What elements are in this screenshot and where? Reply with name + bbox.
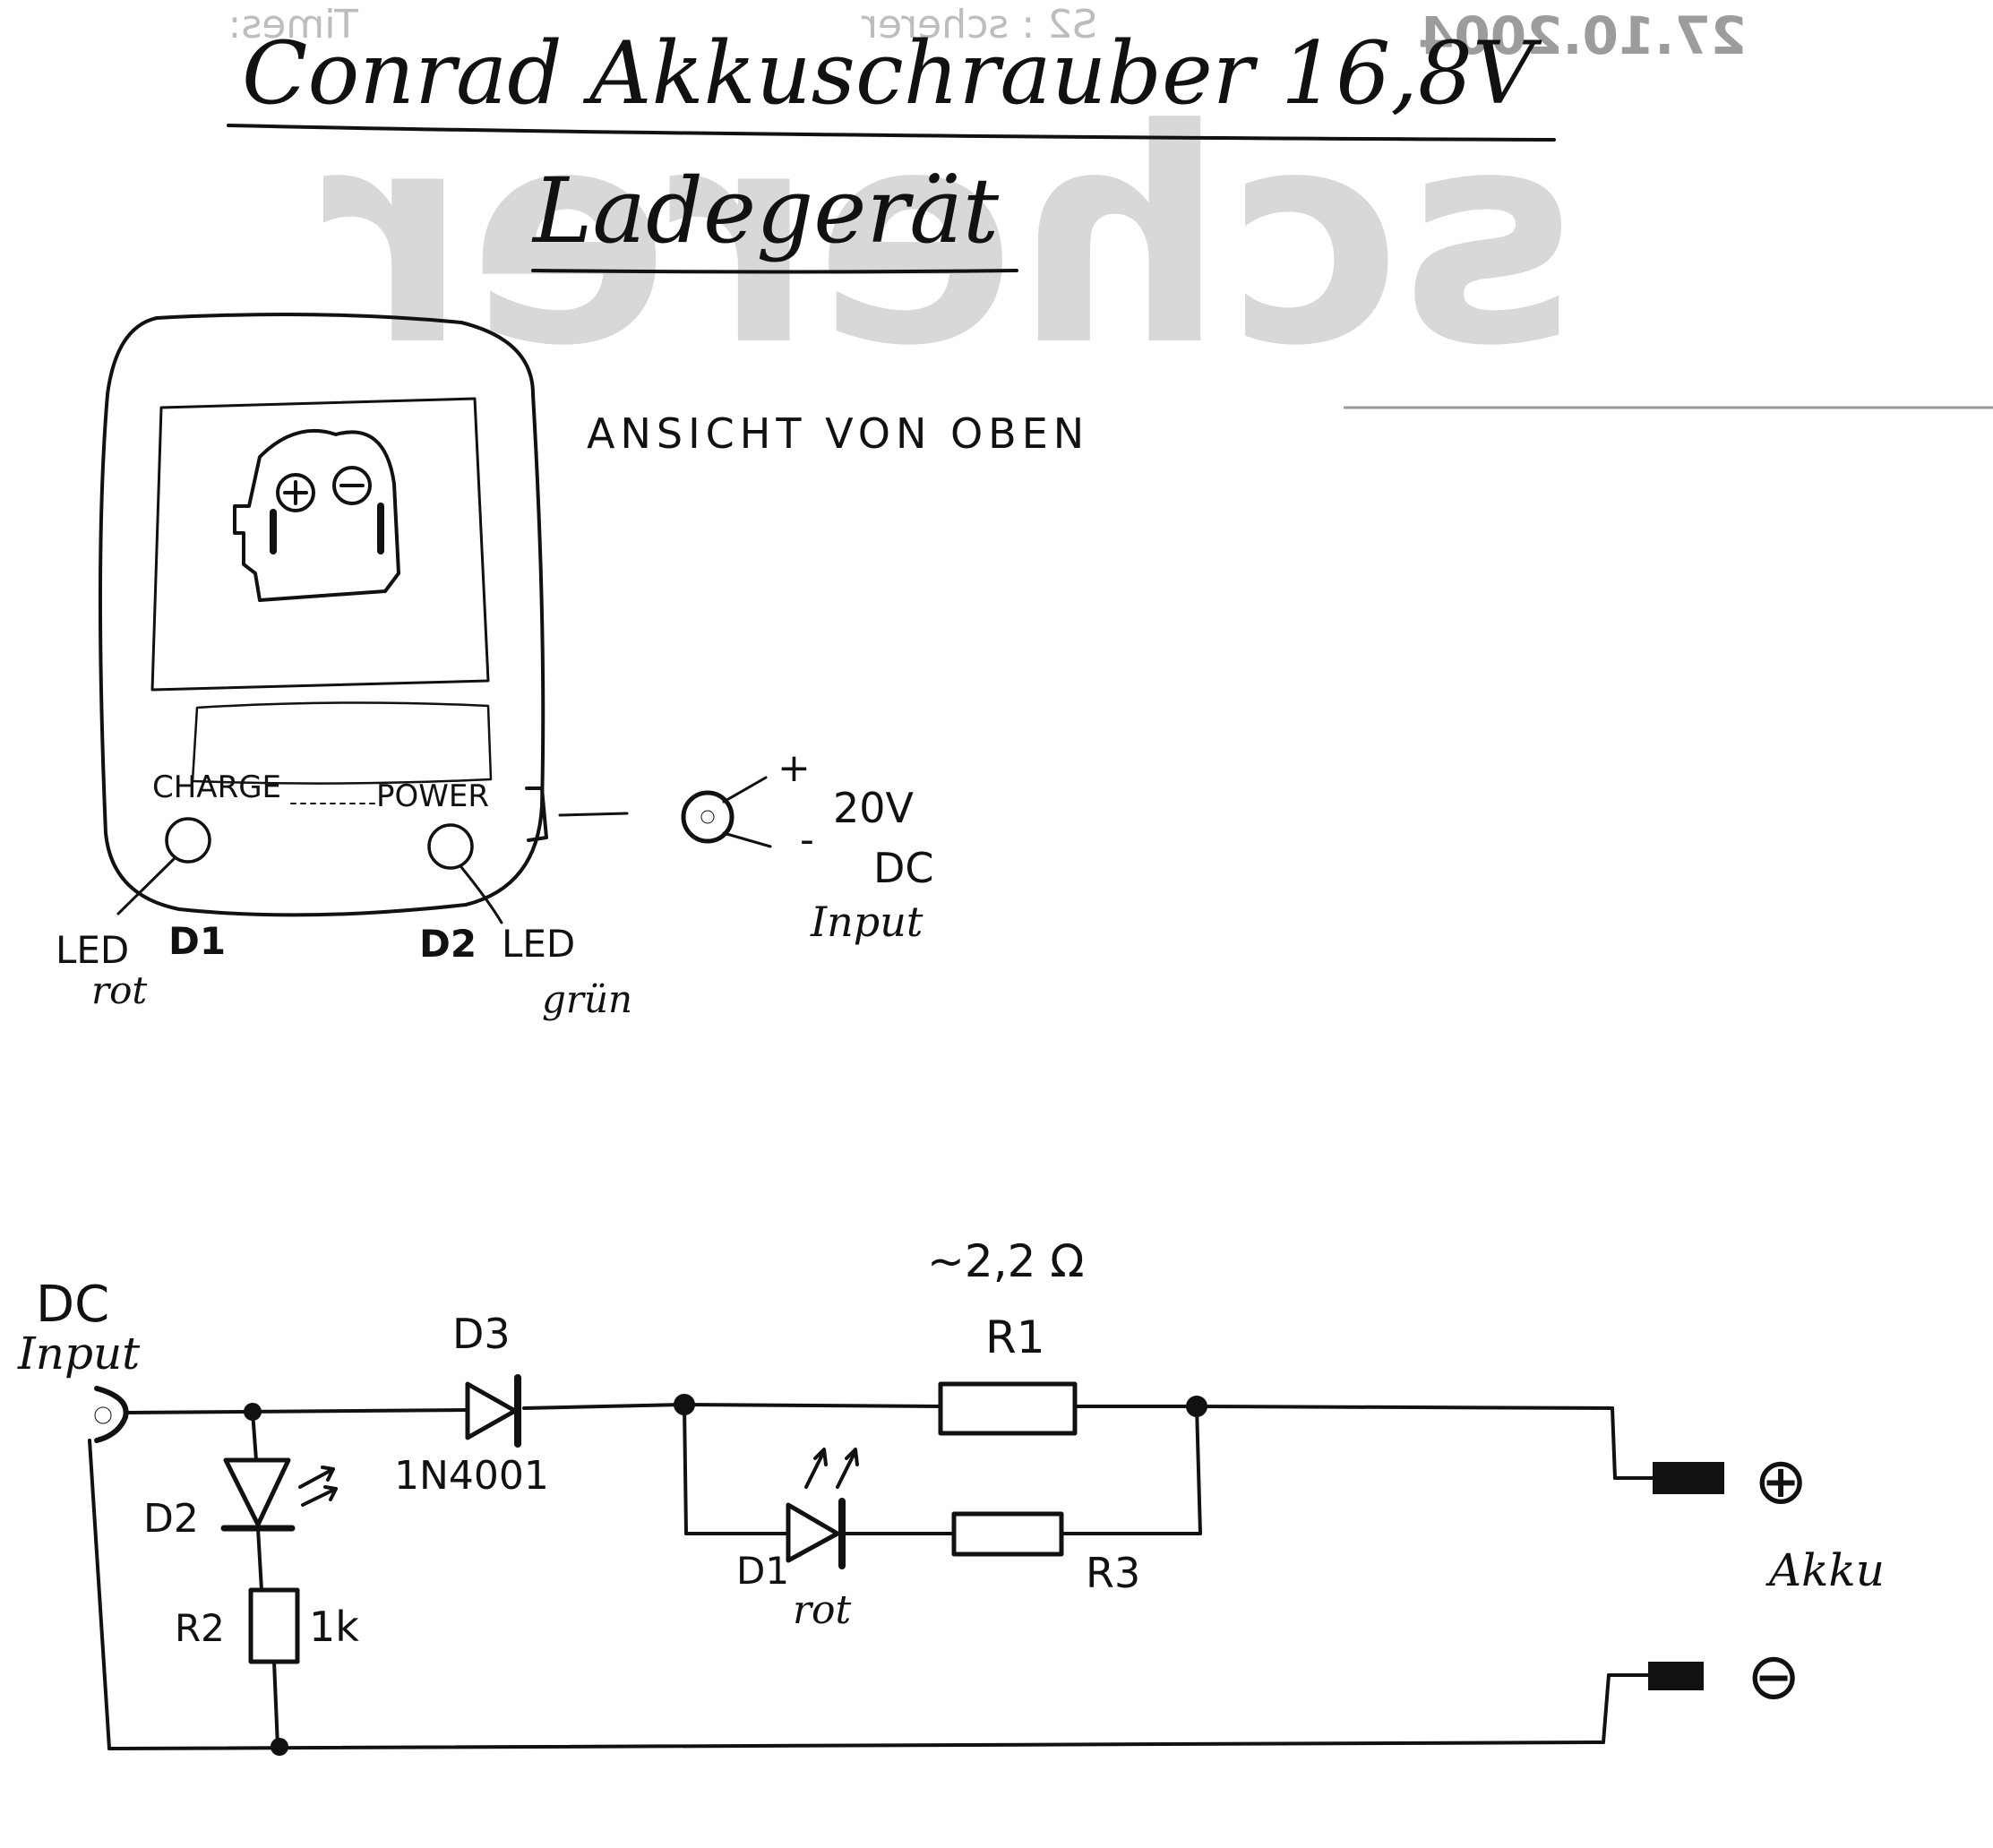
power-led-leader — [460, 865, 503, 924]
dc-socket-nub — [525, 786, 548, 842]
led-d1-symbol — [786, 1448, 859, 1569]
charge-led-type: LED — [56, 928, 129, 972]
title-underline — [227, 124, 1556, 142]
circuit-schematic: DC Input D3 1N4001 ~2,2 Ω R1 — [17, 1235, 1885, 1756]
wire-left-return — [88, 1439, 111, 1750]
battery-label: Akku — [1765, 1544, 1885, 1596]
header: Conrad Akkuschrauber 16,8V Ladegerät — [227, 23, 1556, 274]
power-led-designator: D2 — [419, 922, 477, 966]
dc-voltage-label: 20V — [833, 784, 915, 832]
dc-input-label: Input — [810, 898, 923, 946]
r1-designator: R1 — [985, 1311, 1045, 1363]
power-led-color: grün — [542, 977, 632, 1021]
subtitle-underline — [531, 269, 1018, 274]
d1-color: rot — [793, 1587, 852, 1633]
dc-plus-label: + — [777, 745, 811, 791]
wire-bottom-rail — [107, 1741, 1605, 1750]
d3-part-number: 1N4001 — [394, 1453, 549, 1499]
battery-plus-terminal — [1653, 1462, 1724, 1494]
dc-kind-label: DC — [873, 844, 934, 892]
resistor-r3-symbol — [951, 1511, 1064, 1557]
dc-input-jack-symbol — [94, 1386, 129, 1443]
led-d2-symbol — [220, 1457, 338, 1532]
background-print: scherer Times: S2 : scherer 27.10.2004 — [228, 2, 1993, 410]
battery-slot — [150, 397, 490, 692]
d2-designator: D2 — [143, 1496, 199, 1542]
view-caption: ANSICHT VON OBEN — [587, 409, 1089, 458]
charge-led-designator: D1 — [168, 919, 226, 963]
power-led-type: LED — [502, 922, 575, 966]
page-title: Conrad Akkuschrauber 16,8V — [242, 23, 1542, 124]
page-subtitle: Ladegerät — [531, 159, 1000, 263]
battery-minus-symbol: ⊖ — [1747, 1638, 1800, 1714]
wire-top-to-battery — [1195, 1405, 1614, 1410]
input-label-input: Input — [17, 1328, 141, 1380]
wire-top-after-d3 — [522, 1403, 684, 1410]
charge-label: CHARGE — [152, 769, 281, 805]
power-label: POWER — [376, 778, 489, 814]
dc-minus-label: - — [800, 817, 814, 863]
background-brand-text: scherer — [321, 66, 1576, 410]
charge-led-icon — [165, 817, 211, 864]
battery-contact-plate — [233, 428, 400, 602]
plus-contact-icon — [276, 473, 315, 512]
charge-led-color: rot — [91, 968, 147, 1012]
background-line-left: Times: — [228, 2, 359, 47]
charge-led-leader — [116, 856, 176, 915]
dc-input-lead — [558, 812, 629, 817]
resistor-r2-symbol — [248, 1587, 300, 1664]
wire-top-input — [124, 1408, 468, 1414]
r1-value: ~2,2 Ω — [927, 1235, 1085, 1287]
power-led-icon — [427, 823, 474, 870]
resistor-r1-symbol — [938, 1381, 1078, 1436]
r2-value: 1k — [309, 1603, 359, 1651]
battery-plus-symbol: ⊕ — [1754, 1443, 1808, 1518]
d3-designator: D3 — [452, 1310, 511, 1358]
charger-housing — [98, 313, 545, 917]
battery-minus-terminal — [1648, 1662, 1704, 1690]
dc-jack-icon — [681, 790, 734, 844]
wire-branch-left — [683, 1403, 688, 1535]
wire-top-to-r1 — [681, 1403, 942, 1408]
diode-d3-symbol — [465, 1374, 521, 1448]
input-label-dc: DC — [36, 1276, 109, 1334]
d1-designator: D1 — [736, 1549, 789, 1593]
minus-contact-icon — [332, 466, 372, 505]
r3-designator: R3 — [1086, 1549, 1140, 1597]
front-panel-recess — [191, 701, 493, 785]
background-line-right: 27.10.2004 — [1418, 5, 1747, 66]
r2-designator: R2 — [175, 1606, 225, 1650]
wire-branch-right — [1195, 1405, 1202, 1535]
background-line-mid: S2 : scherer — [861, 2, 1097, 47]
device-top-view: ANSICHT VON OBEN CHARGE POWER + - 20V DC… — [56, 313, 1089, 1021]
